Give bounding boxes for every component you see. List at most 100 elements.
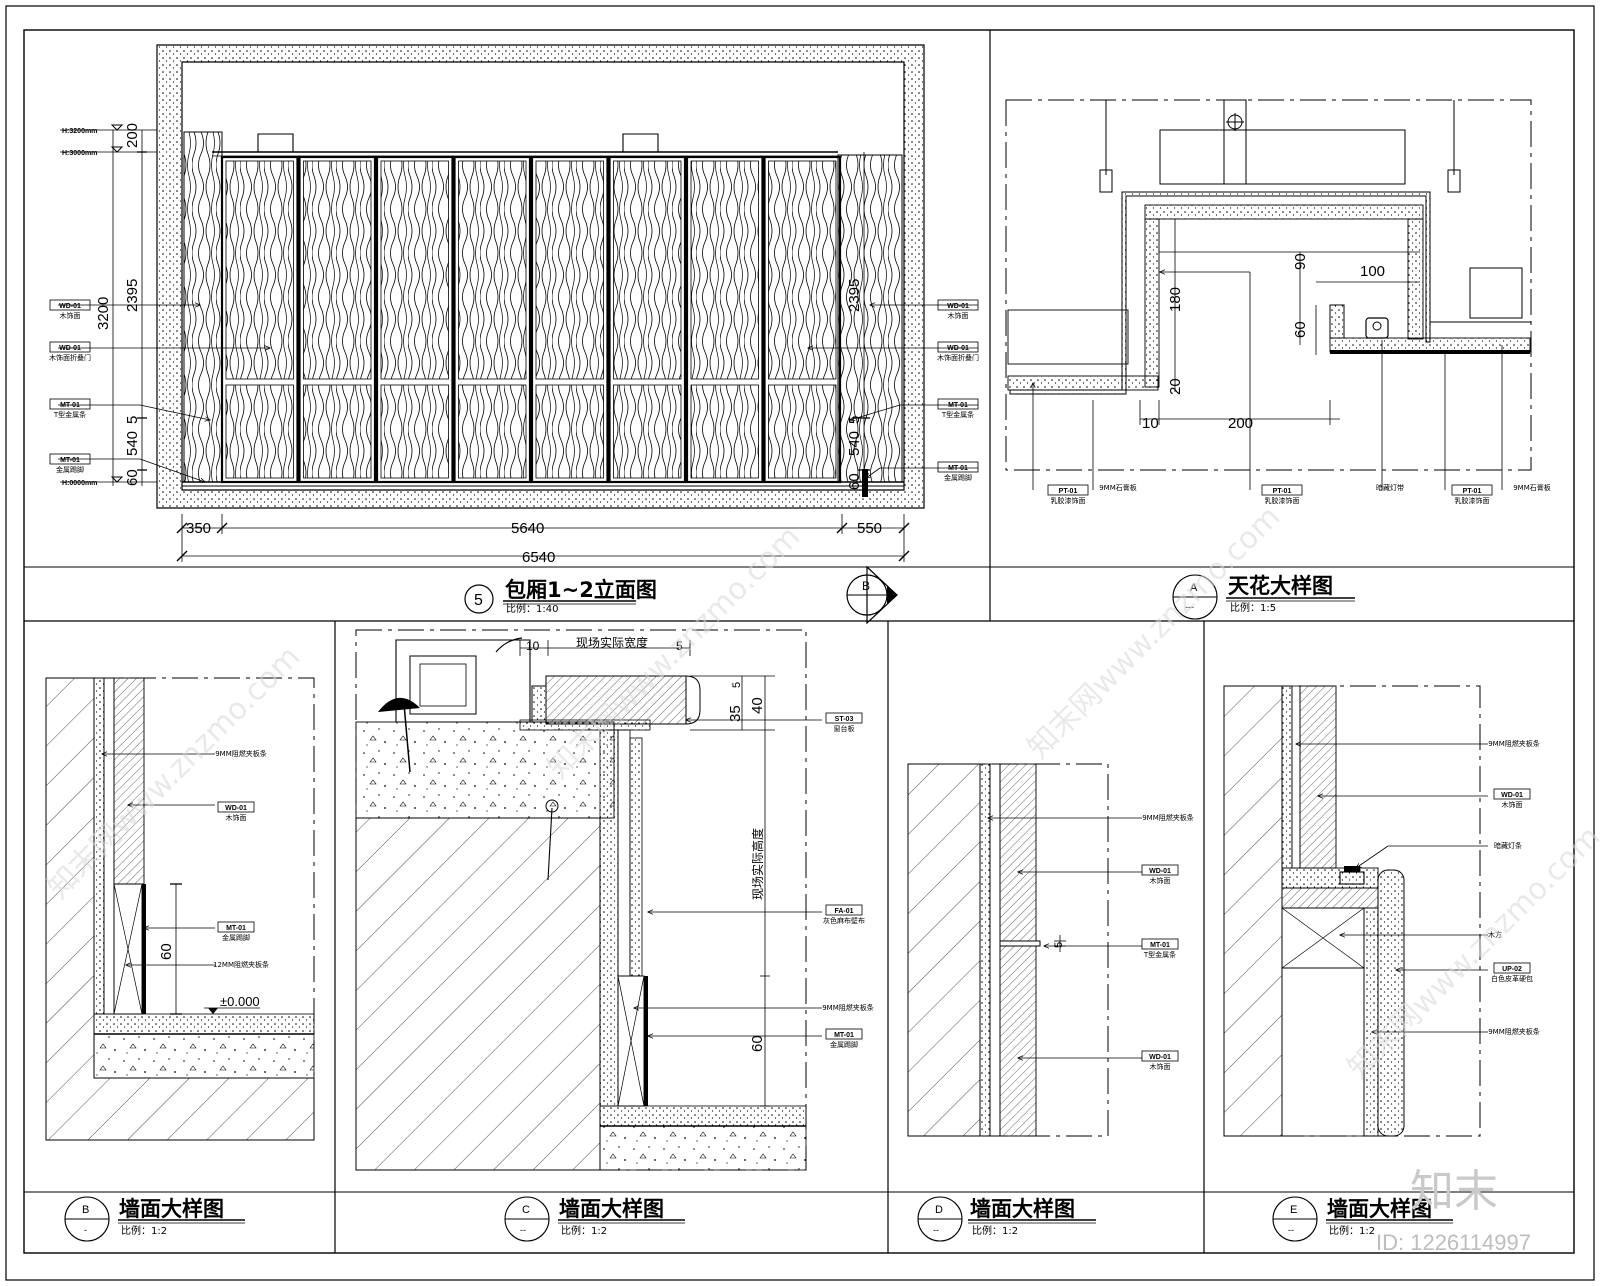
ceiling-tag-box [1261,484,1303,496]
wall-d-tag-code: WD-01 [1149,1054,1171,1061]
door-panel-lower [225,384,294,479]
wall-b-title: 墙面大样图 [119,1197,224,1221]
wall-e-tag-desc: 木饰面 [1502,800,1523,809]
elevation-title: 包厢1~2立面图 [505,578,657,602]
wall-c-dim-60: 60 [749,1035,766,1052]
elevation-right-tag-code: MT-01 [948,402,968,409]
folding-door-panels [220,155,842,484]
wall-d-tag-desc: 木饰面 [1150,1062,1171,1071]
elevation-left-tag-box [49,299,91,311]
elevation-scale: 比例：1:40 [506,602,558,615]
wall-d-scale: 比例：1:2 [972,1224,1018,1237]
dim-bottom-5640: 5640 [511,520,544,537]
wall-c-tag-box [825,712,863,724]
wall-e-index: E [1290,1204,1297,1216]
wall-e-drawing [1223,685,1488,1242]
wall-c-tag-desc: 灰色麻布壁布 [823,916,865,925]
wall-c-dim-5a: 5 [676,639,683,653]
door-panel-upper [303,160,372,380]
wall-e-tag-desc: 木方 [1488,930,1502,939]
ceiling-dim-10: 10 [1142,415,1159,432]
wall-e-sub: -- [1288,1225,1294,1235]
dim-left-5: 5 [124,416,141,424]
elevation-left-tag-box [49,341,91,353]
door-panel-upper [690,160,759,380]
sheet-frame [5,5,1595,1281]
level-h0000: H:0000mm [62,480,97,487]
wall-e-tag-desc: 9MM阻燃夹板条 [1488,739,1540,748]
elevation-left-tag-desc: 木饰面 [60,311,81,320]
ceiling-dim-100: 100 [1360,263,1385,280]
elevation-right-tag-box [937,398,979,410]
wall-e-material-tags: 9MM阻燃夹板条WD-01木饰面暗藏灯条木方UP-02白色皮革硬包9MM阻燃夹板… [1488,739,1540,1036]
dim-right-540: 540 [846,431,863,456]
elevation-index: 5 [474,592,483,609]
dim-left-540: 540 [124,431,141,456]
wall-c-tag-box [825,1028,863,1040]
dim-right-2395: 2395 [846,279,863,312]
wall-b-tag-desc: 12MM阻燃夹板条 [213,960,269,969]
wall-d-tag-box [1141,938,1179,950]
wall-d-drawing [907,763,1142,1242]
dim-bottom-350: 350 [186,520,211,537]
ceiling-dim-20: 20 [1167,378,1184,395]
ceiling-dim-180: 180 [1167,287,1184,312]
wall-e-tag-desc: 白色皮革硬包 [1491,974,1533,983]
elevation-left-tag-box [49,453,91,465]
wall-c-dim-5b: 5 [731,682,743,688]
elevation-right-tag-code: MT-01 [948,465,968,472]
ceiling-tag-code: PT-01 [1273,488,1292,495]
elevation-left-tag-code: MT-01 [60,457,80,464]
dim-right-5: 5 [846,416,863,424]
elevation-left-tag-desc: 木饰面折叠门 [49,353,91,362]
ceiling-scale: 比例：1:5 [1230,601,1276,614]
wall-c-side-note: 现场实际高度 [750,828,765,900]
door-panel-lower [768,384,837,479]
door-panel-upper [458,160,527,380]
ceiling-dim-90: 90 [1292,253,1309,270]
ceiling-tag-box [1451,484,1493,496]
wall-b-tag-box [217,921,255,933]
wall-c-drawing [355,629,822,1242]
door-panel-upper [225,160,294,380]
wall-c-sub: -- [520,1225,526,1235]
wall-b-scale: 比例：1:2 [121,1224,167,1237]
wall-d-title: 墙面大样图 [970,1197,1075,1221]
wall-e-tag-box [1493,788,1531,800]
ceiling-tag-desc: 暗藏灯带 [1376,483,1404,492]
wall-c-tag-desc: 金属踢脚 [830,1040,858,1049]
elevation-right-tag-desc: T型金属条 [941,410,974,419]
wall-c-dim-10: 10 [526,639,540,653]
door-panel-lower [613,384,682,479]
level-h3000: H:3000mm [62,150,97,157]
wall-e-scale: 比例：1:2 [1329,1224,1375,1237]
ceiling-title: 天花大样图 [1228,574,1333,598]
elevation-left-tag-code: WD-01 [59,345,81,352]
image-id-watermark: ID: 1226114997 [1376,1230,1531,1255]
wall-c-tag-code: FA-01 [834,908,853,915]
dim-bottom-6540: 6540 [522,549,555,566]
dim-left-200: 200 [124,123,141,148]
wall-e-tag-desc: 9MM阻燃夹板条 [1488,1027,1540,1036]
wall-b-tag-code: WD-01 [225,805,247,812]
wall-d-dim-5: 5 [1053,942,1065,948]
dim-right-60: 60 [846,473,863,490]
dim-left-2395: 2395 [124,279,141,312]
brand-watermark: 知末 [1410,1166,1498,1217]
ceiling-detail-drawing [1005,99,1532,620]
wall-d-tag-box [1141,1050,1179,1062]
elevation-material-tags: WD-01木饰面WD-01木饰面折叠门MT-01T型金属条MT-01金属踢脚WD… [49,299,979,482]
wall-d-tag-code: WD-01 [1149,868,1171,875]
ceiling-dim-60: 60 [1292,321,1309,338]
door-panel-upper [380,160,449,380]
wall-c-tag-code: MT-01 [834,1032,854,1039]
wall-b-sub: - [84,1225,87,1235]
elevation-right-tag-code: WD-01 [947,345,969,352]
wall-c-tag-desc: 9MM阻燃夹板条 [822,1003,874,1012]
ceiling-tag-code: PT-01 [1059,488,1078,495]
wall-d-sub: -- [933,1225,939,1235]
wall-c-title: 墙面大样图 [559,1197,664,1221]
door-panel-lower [690,384,759,479]
